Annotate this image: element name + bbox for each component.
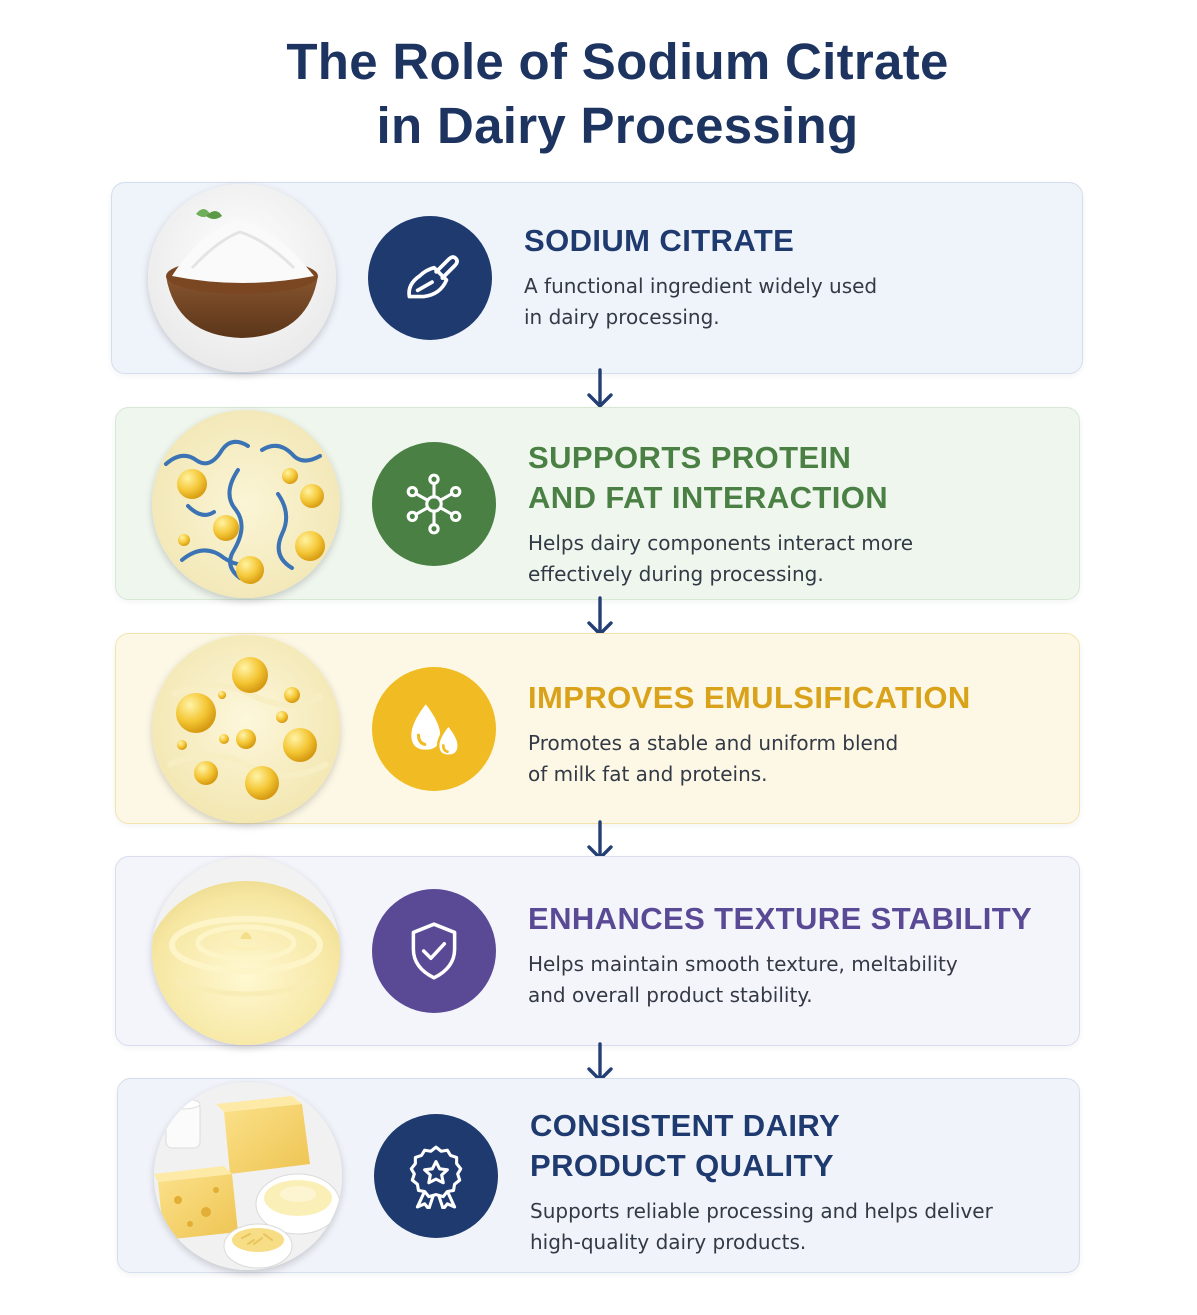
- step-card-sodium-citrate: SODIUM CITRATE A functional ingredient w…: [111, 182, 1083, 374]
- step-badge: [374, 1113, 498, 1238]
- emulsion-droplets-image: [152, 634, 340, 823]
- step-description-line: high-quality dairy products.: [530, 1230, 807, 1254]
- network-icon: [406, 473, 462, 534]
- step-heading: ENHANCES TEXTURE STABILITY: [528, 899, 1059, 939]
- step-heading: SODIUM CITRATE: [524, 221, 1062, 261]
- step-card-emulsification: IMPROVES EMULSIFICATION Promotes a stabl…: [115, 633, 1080, 824]
- step-heading-line: IMPROVES EMULSIFICATION: [528, 680, 971, 715]
- step-description: Promotes a stable and uniform blend of m…: [528, 728, 1059, 790]
- step-heading: SUPPORTS PROTEIN AND FAT INTERACTION: [528, 438, 1059, 518]
- smooth-cream-image: [152, 857, 340, 1045]
- step-card-texture-stability: ENHANCES TEXTURE STABILITY Helps maintai…: [115, 856, 1080, 1046]
- step-badge: [372, 889, 496, 1013]
- step-description-line: of milk fat and proteins.: [528, 762, 768, 786]
- step-badge: [372, 666, 496, 791]
- step-description-line: Supports reliable processing and helps d…: [530, 1199, 993, 1223]
- step-description: Helps maintain smooth texture, meltabili…: [528, 949, 1059, 1011]
- step-description-line: and overall product stability.: [528, 983, 813, 1007]
- step-description-line: in dairy processing.: [524, 305, 720, 329]
- page-title: The Role of Sodium Citrate in Dairy Proc…: [0, 30, 1197, 158]
- step-heading-line: AND FAT INTERACTION: [528, 480, 889, 515]
- shield-check-icon: [411, 922, 457, 980]
- title-line-1: The Role of Sodium Citrate: [286, 33, 949, 90]
- step-heading: IMPROVES EMULSIFICATION: [528, 678, 1059, 718]
- title-line-2: in Dairy Processing: [376, 97, 859, 154]
- step-heading-line: CONSISTENT DAIRY: [530, 1108, 841, 1143]
- award-ribbon-icon: [409, 1145, 463, 1209]
- step-description-line: Promotes a stable and uniform blend: [528, 731, 899, 755]
- step-description-line: Helps maintain smooth texture, meltabili…: [528, 952, 958, 976]
- step-heading-line: SODIUM CITRATE: [524, 223, 795, 258]
- down-arrow-icon: [585, 366, 615, 410]
- step-heading-line: ENHANCES TEXTURE STABILITY: [528, 901, 1033, 936]
- step-badge: [372, 441, 496, 566]
- droplets-icon: [411, 703, 461, 757]
- step-description-line: Helps dairy components interact more: [528, 531, 914, 555]
- sodium-citrate-powder-image: [148, 184, 336, 372]
- step-description-line: A functional ingredient widely used: [524, 274, 878, 298]
- step-heading: CONSISTENT DAIRY PRODUCT QUALITY: [530, 1106, 1059, 1186]
- dairy-products-image: [154, 1081, 342, 1270]
- step-heading-line: SUPPORTS PROTEIN: [528, 440, 852, 475]
- step-description: Helps dairy components interact more eff…: [528, 528, 1059, 590]
- scoop-icon: [407, 255, 459, 299]
- step-heading-line: PRODUCT QUALITY: [530, 1148, 834, 1183]
- step-description: Supports reliable processing and helps d…: [530, 1196, 1059, 1258]
- step-description: A functional ingredient widely used in d…: [524, 271, 1062, 333]
- step-badge: [368, 216, 492, 340]
- protein-fat-molecules-image: [152, 409, 340, 598]
- step-description-line: effectively during processing.: [528, 562, 824, 586]
- step-card-product-quality: CONSISTENT DAIRY PRODUCT QUALITY Support…: [117, 1078, 1080, 1273]
- down-arrow-icon: [585, 594, 615, 638]
- step-card-protein-fat: SUPPORTS PROTEIN AND FAT INTERACTION Hel…: [115, 407, 1080, 600]
